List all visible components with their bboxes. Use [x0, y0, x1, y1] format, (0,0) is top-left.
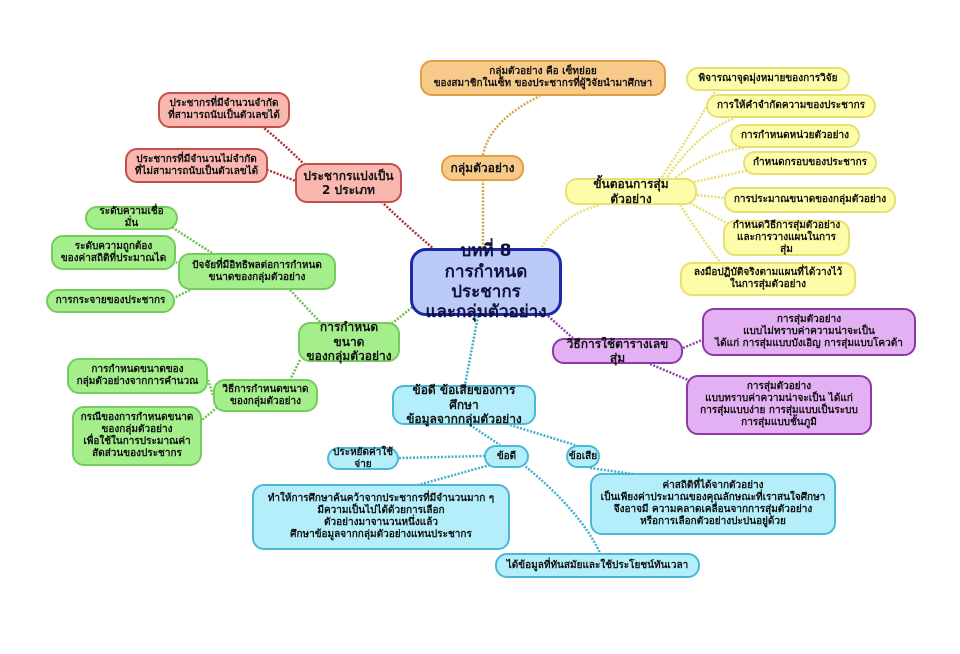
con-item[interactable]: ค่าสถิติที่ได้จากตัวอย่าง เป็นเพียงค่าปร… [590, 473, 836, 535]
sample-size-node[interactable]: การกำหนดขนาด ของกลุ่มตัวอย่าง [298, 320, 400, 363]
step-item[interactable]: ลงมือปฏิบัติจริงตามแผนที่ได้วางไว้ ในการ… [680, 262, 856, 296]
factor-item[interactable]: ระดับความเชื่อมั่น [85, 206, 178, 230]
size-factors-node[interactable]: ปัจจัยที่มีอิทธิพลต่อการกำหนด ขนาดของกลุ… [178, 253, 336, 290]
nonprobability-sampling-node[interactable]: การสุ่มตัวอย่าง แบบไม่ทราบค่าความน่าจะเป… [702, 308, 916, 356]
sampling-steps-node[interactable]: ขั้นตอนการสุ่มตัวอย่าง [565, 177, 697, 206]
pro-item[interactable]: ประหยัดค่าใช้จ่าย [327, 447, 399, 470]
population-types-node[interactable]: ประชากรแบ่งเป็น 2 ประเภท [295, 163, 402, 203]
method-item[interactable]: การกำหนดขนาดของ กลุ่มตัวอย่างจากการคำนวณ [67, 358, 208, 394]
pros-cons-node[interactable]: ข้อดี ข้อเสียของการศึกษา ข้อมูลจากกลุ่มต… [392, 383, 536, 426]
probability-sampling-node[interactable]: การสุ่มตัวอย่าง แบบทราบค่าความน่าจะเป็น … [686, 375, 872, 435]
pro-item[interactable]: ทำให้การศึกษาค้นคว้าจากประชากรที่มีจำนวน… [252, 484, 510, 550]
method-item[interactable]: กรณีของการกำหนดขนาด ของกลุ่มตัวอย่าง เพื… [72, 406, 202, 466]
factor-item[interactable]: การกระจายของประชากร [46, 289, 175, 313]
factor-item[interactable]: ระดับความถูกต้อง ของค่าสถิติที่ประมาณได [51, 235, 176, 270]
step-item[interactable]: การประมาณขนาดของกลุ่มตัวอย่าง [724, 187, 896, 213]
sample-node[interactable]: กลุ่มตัวอย่าง [441, 155, 524, 181]
step-item[interactable]: การกำหนดหน่วยตัวอย่าง [730, 124, 860, 148]
random-table-node[interactable]: วิธีการใช้ตารางเลขสุ่ม [552, 337, 683, 365]
central-topic[interactable]: บทที่ 8 การกำหนดประชากร และกลุ่มตัวอย่าง [410, 241, 562, 322]
step-item[interactable]: พิจารณาจุดมุ่งหมายของการวิจัย [686, 67, 850, 91]
infinite-population-node[interactable]: ประชากรที่มีจำนวนไม่จำกัด ที่ไม่สามารถนั… [125, 148, 268, 183]
size-methods-node[interactable]: วิธีการกำหนดขนาด ของกลุ่มตัวอย่าง [213, 379, 318, 412]
cons-node[interactable]: ข้อเสีย [566, 445, 600, 468]
step-item[interactable]: กำหนดวิธีการสุ่มตัวอย่าง และการวางแผนในก… [723, 220, 850, 256]
pro-item[interactable]: ได้ข้อมูลที่ทันสมัยและใช้ประโยชน์ทันเวลา [495, 553, 700, 578]
step-item[interactable]: การให้คำจำกัดความของประชากร [706, 94, 876, 118]
step-item[interactable]: กำหนดกรอบของประชากร [743, 151, 877, 175]
sample-definition-node[interactable]: กลุ่มตัวอย่าง คือ เซ็ทย่อย ของสมาชิกในเซ… [420, 60, 666, 96]
finite-population-node[interactable]: ประชากรที่มีจำนวนจำกัด ที่สามารถนับเป็นต… [158, 92, 290, 128]
pros-node[interactable]: ข้อดี [484, 445, 529, 468]
